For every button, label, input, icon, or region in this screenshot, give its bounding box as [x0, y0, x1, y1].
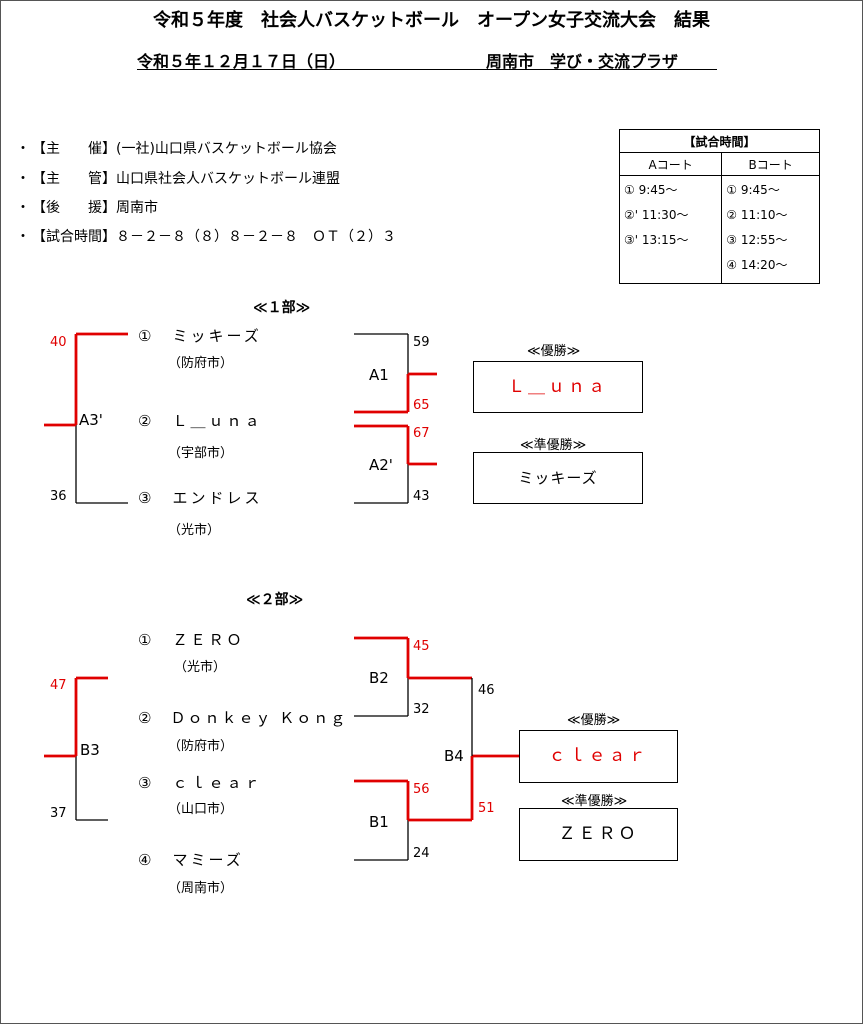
info-manager: ・【主 管】山口県社会人バスケットボール連盟: [16, 171, 340, 187]
match-score: 56: [413, 782, 430, 797]
match-score: 45: [413, 639, 430, 654]
match-score: 47: [50, 678, 67, 693]
page-title: 令和５年度 社会人バスケットボール オープン女子交流大会 結果: [153, 10, 710, 31]
team-city: （宇部市）: [168, 446, 234, 461]
schedule-title: 【試合時間】: [619, 129, 820, 153]
info-game-time: ・【試合時間】８－２－８（８）８－２－８ ＯＴ（２）３: [16, 229, 396, 245]
match-score: 51: [478, 801, 495, 816]
court-a-slots: ① 9:45～ ②' 11:30～ ③' 13:15～: [618, 175, 723, 284]
match-score: 36: [50, 489, 67, 504]
winner-title: ≪優勝≫: [527, 344, 581, 359]
match-score: 24: [413, 846, 430, 861]
court-b-header: Bコート: [721, 152, 820, 176]
event-date: 令和５年１２月１７日（日）: [137, 52, 346, 71]
match-label: A3': [79, 411, 103, 429]
winner-title: ≪優勝≫: [567, 713, 621, 728]
team-entry: ② Ｌ＿ｕｎａ: [138, 412, 263, 430]
team-name: ｃｌｅａｒ: [172, 774, 263, 792]
court-a-header: Aコート: [618, 152, 723, 176]
team-name: マミーズ: [172, 851, 244, 869]
team-city: （光市）: [168, 523, 221, 538]
court-a-slot: ① 9:45～: [624, 183, 678, 197]
match-label: B1: [369, 813, 389, 831]
match-label: A1: [369, 366, 389, 384]
info-support: ・【後 援】周南市: [16, 200, 158, 216]
team-city: （山口市）: [168, 802, 234, 817]
team-entry: ② Ｄｏｎｋｅｙ Ｋｏｎｇ: [138, 709, 348, 727]
court-b-slot: ② 11:10～: [726, 208, 788, 222]
match-label: B3: [80, 741, 100, 759]
team-city: （防府市）: [168, 356, 234, 371]
team-city: （防府市）: [168, 739, 234, 754]
winner-box: ｃｌｅａｒ: [519, 730, 678, 783]
runnerup-title: ≪準優勝≫: [561, 794, 628, 809]
winner-box: Ｌ＿ｕｎａ: [473, 361, 643, 413]
match-score: 32: [413, 702, 430, 717]
runnerup-box: ミッキーズ: [473, 452, 643, 504]
court-b-slots: ① 9:45～ ② 11:10～ ③ 12:55～ ④ 14:20～: [721, 175, 820, 284]
court-b-slot: ④ 14:20～: [726, 258, 788, 272]
match-label: B4: [444, 747, 464, 765]
info-organizer: ・【主 催】(一社)山口県バスケットボール協会: [16, 141, 337, 157]
division1-label: ≪１部≫: [253, 300, 311, 316]
header-underline: [137, 69, 717, 70]
court-a-slot: ②' 11:30～: [624, 208, 689, 222]
match-label: A2': [369, 456, 393, 474]
match-score: 40: [50, 335, 67, 350]
match-score: 46: [478, 683, 495, 698]
match-score: 43: [413, 489, 430, 504]
court-b-slot: ③ 12:55～: [726, 233, 788, 247]
court-a-slot: ③' 13:15～: [624, 233, 689, 247]
team-name: エンドレス: [172, 489, 263, 507]
schedule-table: 【試合時間】 Aコート Bコート ① 9:45～ ②' 11:30～ ③' 13…: [618, 129, 820, 284]
team-name: Ｌ＿ｕｎａ: [172, 412, 263, 430]
match-score: 37: [50, 806, 67, 821]
match-score: 59: [413, 335, 430, 350]
team-name: ＺＥＲＯ: [172, 631, 245, 649]
team-city: （周南市）: [168, 881, 234, 896]
match-score: 65: [413, 398, 430, 413]
runnerup-box: ＺＥＲＯ: [519, 808, 678, 861]
team-name: ミッキーズ: [172, 327, 262, 345]
match-label: B2: [369, 669, 389, 687]
team-entry: ① ミッキーズ: [138, 327, 262, 345]
team-entry: ① ＺＥＲＯ: [138, 631, 245, 649]
team-name: Ｄｏｎｋｅｙ Ｋｏｎｇ: [170, 709, 348, 727]
event-venue: 周南市 学び・交流プラザ: [486, 52, 679, 71]
team-city: （光市）: [174, 660, 227, 675]
runnerup-title: ≪準優勝≫: [520, 438, 587, 453]
match-score: 67: [413, 426, 430, 441]
court-b-slot: ① 9:45～: [726, 183, 780, 197]
team-entry: ③ エンドレス: [138, 489, 263, 507]
team-entry: ③ ｃｌｅａｒ: [138, 774, 263, 792]
team-entry: ④ マミーズ: [138, 851, 244, 869]
division2-label: ≪２部≫: [246, 592, 304, 608]
